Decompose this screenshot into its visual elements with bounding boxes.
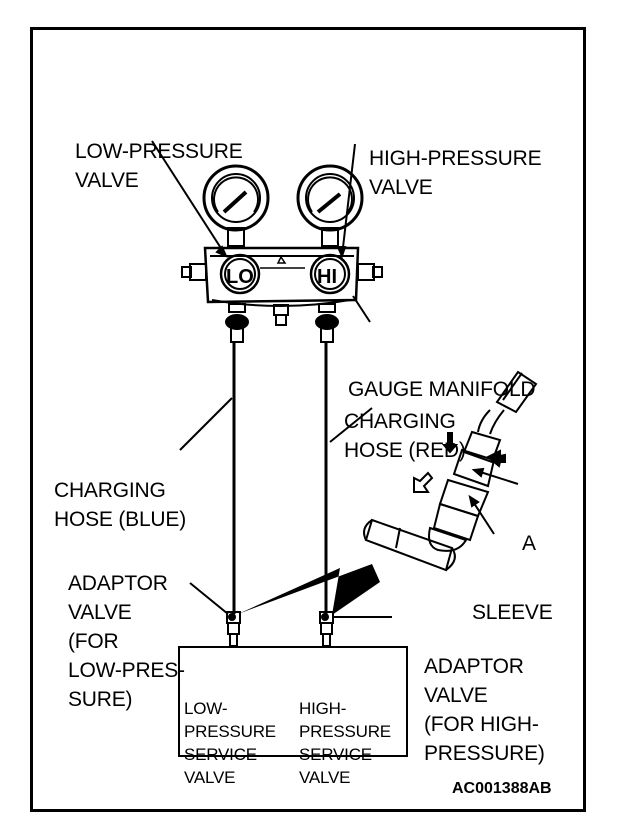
high-pressure-valve-knob (309, 253, 351, 295)
quick-coupler-detail (363, 370, 538, 572)
leader-lines (151, 140, 519, 618)
push-arrows (413, 432, 506, 493)
low-adaptor-valve (226, 611, 241, 647)
high-adaptor-valve (319, 611, 334, 647)
high-hose-fitting (315, 303, 339, 343)
low-pressure-valve-knob (219, 253, 261, 295)
hi-knob-label: HI (317, 266, 337, 288)
figure-frame (30, 27, 586, 812)
low-hose-fitting (225, 303, 249, 343)
lo-knob-label: LO (226, 266, 254, 288)
label-sleeve: SLEEVE (472, 601, 553, 624)
label-gauge-manifold: GAUGE MANIFOLD (348, 378, 536, 401)
low-pressure-gauge (202, 164, 270, 247)
manifold-body (181, 246, 383, 326)
detail-callout-wedge (238, 564, 380, 615)
figure-code: AC001388AB (452, 780, 552, 797)
label-part-a: A (522, 532, 536, 555)
high-pressure-gauge (296, 164, 364, 247)
service-valves-box (178, 646, 408, 757)
